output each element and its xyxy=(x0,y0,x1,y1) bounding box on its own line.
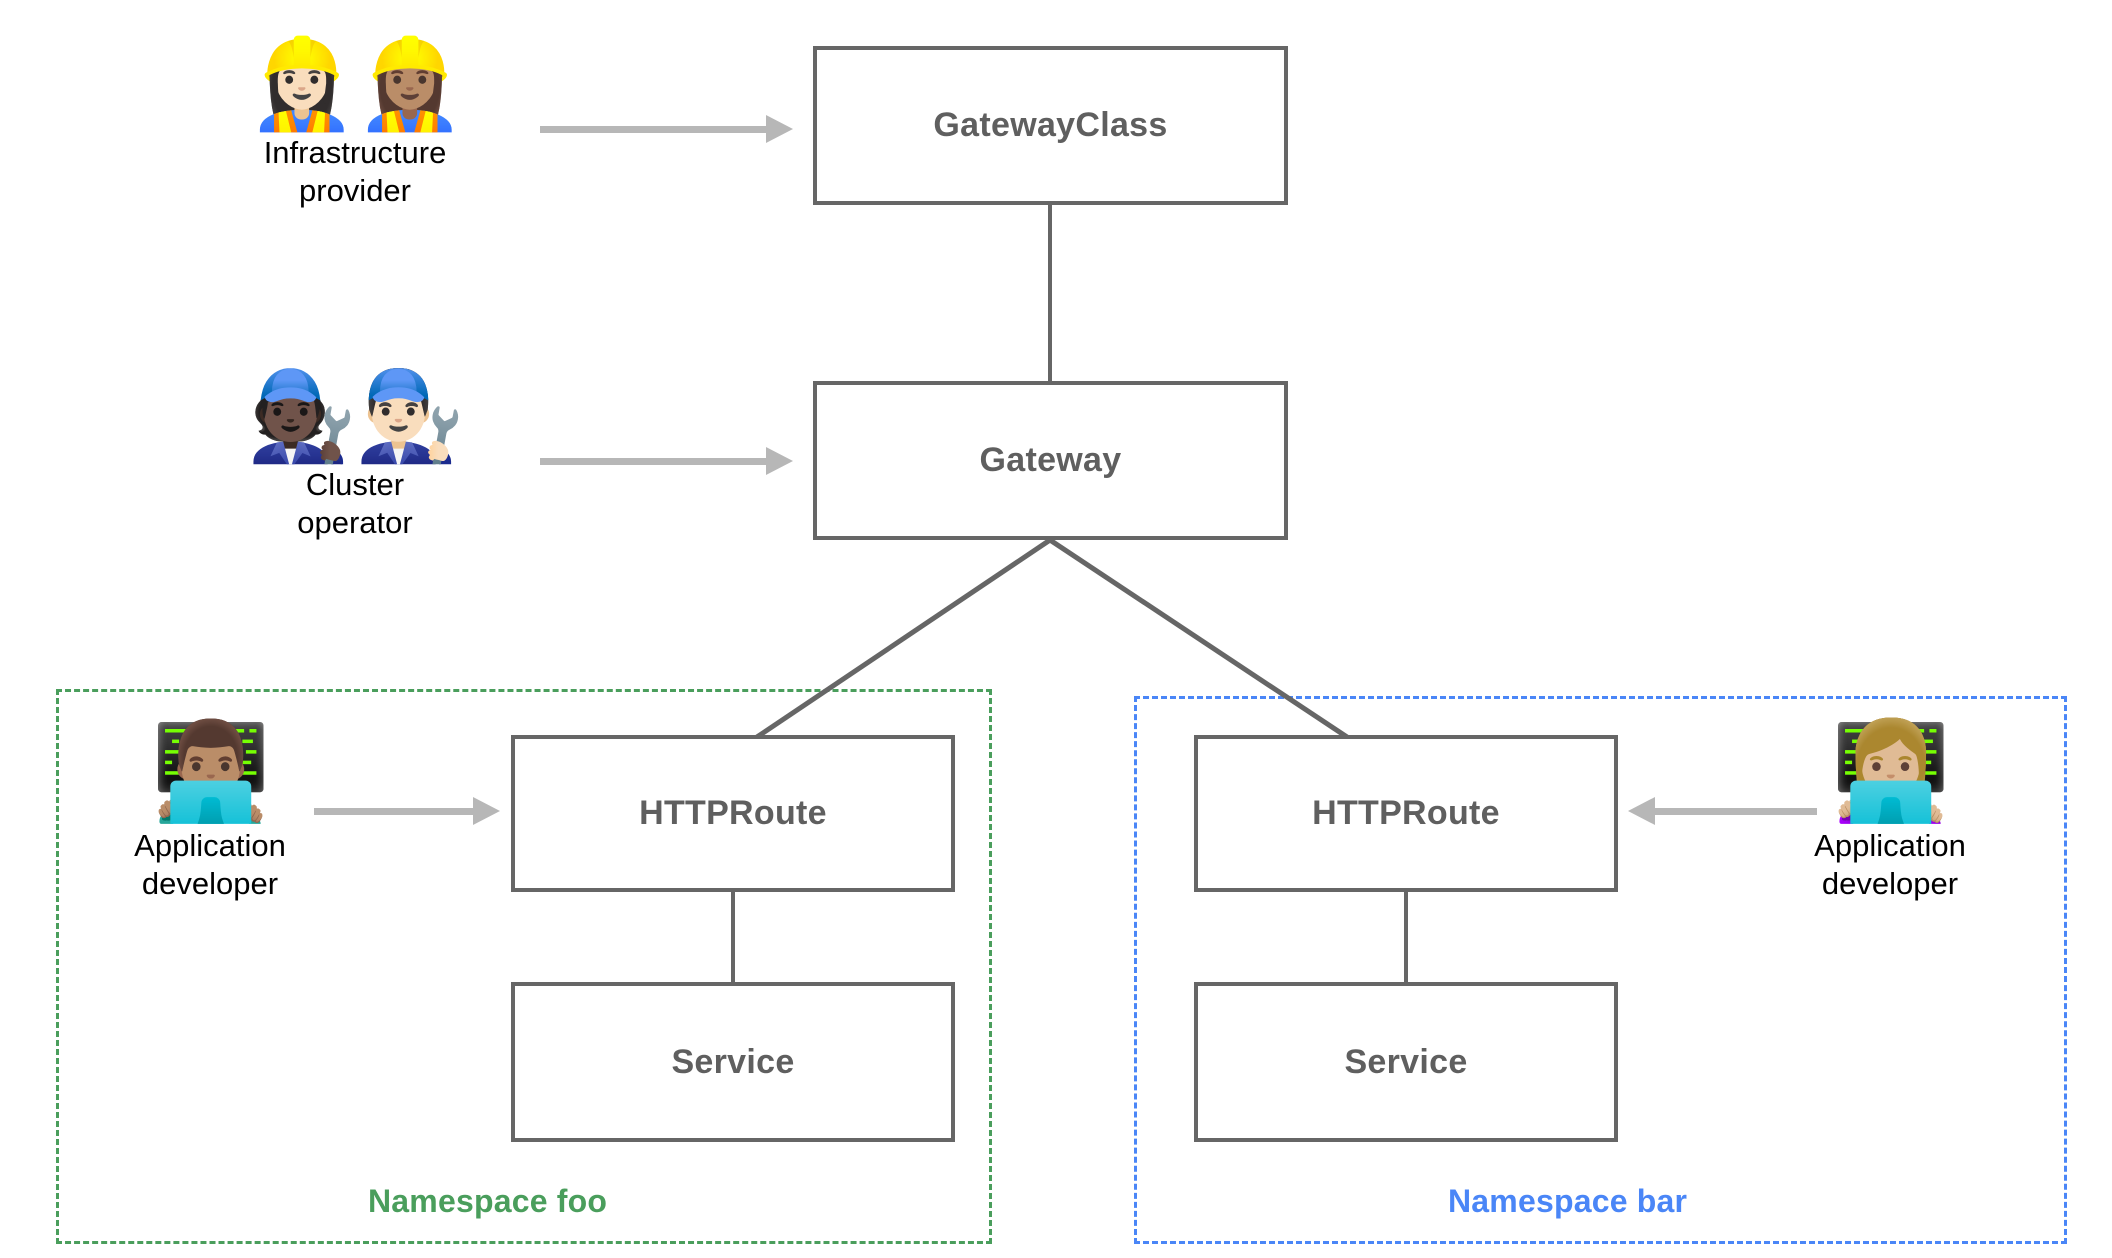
technologist-icon: 👩🏼‍💻 xyxy=(1831,718,1951,825)
namespace-foo-container xyxy=(56,689,992,1244)
persona-cluster-operator-label: Cluster operator xyxy=(210,466,500,542)
persona-label-line1: Application xyxy=(1814,827,1966,863)
namespace-bar-label: Namespace bar xyxy=(1448,1183,1688,1219)
gatewayclass-node[interactable]: GatewayClass xyxy=(813,46,1288,205)
service-node-bar[interactable]: Service xyxy=(1194,982,1618,1142)
persona-label-line2: developer xyxy=(1821,865,1959,901)
construction-workers-icon: 👷🏻‍♀️👷🏽‍♀️ xyxy=(247,34,464,133)
httproute-label-bar: HTTPRoute xyxy=(1312,794,1500,832)
service-label-foo: Service xyxy=(671,1042,795,1081)
persona-label-line2: developer xyxy=(141,865,279,901)
persona-application-developer-foo: 👨🏽‍💻 Application developer xyxy=(90,718,330,903)
persona-label-line2: operator xyxy=(297,505,413,541)
gateway-node[interactable]: Gateway xyxy=(813,381,1288,540)
httproute-label-foo: HTTPRoute xyxy=(639,794,827,832)
gateway-label: Gateway xyxy=(979,441,1122,479)
persona-infrastructure-provider: 👷🏻‍♀️👷🏽‍♀️ Infrastructure provider xyxy=(210,34,500,210)
persona-label-line1: Infrastructure xyxy=(263,135,447,171)
arrow-infrastructure-provider-to-gatewayclass xyxy=(540,115,793,143)
persona-application-developer-bar: 👩🏼‍💻 Application developer xyxy=(1770,718,2010,903)
persona-infrastructure-provider-label: Infrastructure provider xyxy=(210,134,500,210)
persona-label-line2: provider xyxy=(299,173,411,209)
persona-cluster-operator: 🧑🏿‍🔧👨🏻‍🔧 Cluster operator xyxy=(210,366,500,542)
persona-application-developer-foo-label: Application developer xyxy=(90,827,330,903)
gatewayclass-to-gateway-connector xyxy=(1048,203,1052,383)
persona-label-line1: Application xyxy=(134,827,286,863)
httproute-to-service-connector-foo xyxy=(731,890,735,984)
namespace-foo-label: Namespace foo xyxy=(368,1183,608,1219)
arrow-app-developer-to-httproute-bar xyxy=(1628,797,1817,825)
httproute-node-bar[interactable]: HTTPRoute xyxy=(1194,735,1618,892)
arrow-app-developer-to-httproute-foo xyxy=(314,797,500,825)
mechanics-icon: 🧑🏿‍🔧👨🏻‍🔧 xyxy=(247,366,464,465)
service-node-foo[interactable]: Service xyxy=(511,982,955,1142)
httproute-to-service-connector-bar xyxy=(1404,890,1408,984)
persona-label-line1: Cluster xyxy=(305,467,405,503)
service-label-bar: Service xyxy=(1344,1042,1468,1081)
persona-application-developer-bar-label: Application developer xyxy=(1770,827,2010,903)
gatewayclass-label: GatewayClass xyxy=(933,106,1168,144)
technologist-icon: 👨🏽‍💻 xyxy=(151,718,271,825)
httproute-node-foo[interactable]: HTTPRoute xyxy=(511,735,955,892)
arrow-cluster-operator-to-gateway xyxy=(540,447,793,475)
namespace-bar-container xyxy=(1134,696,2067,1244)
